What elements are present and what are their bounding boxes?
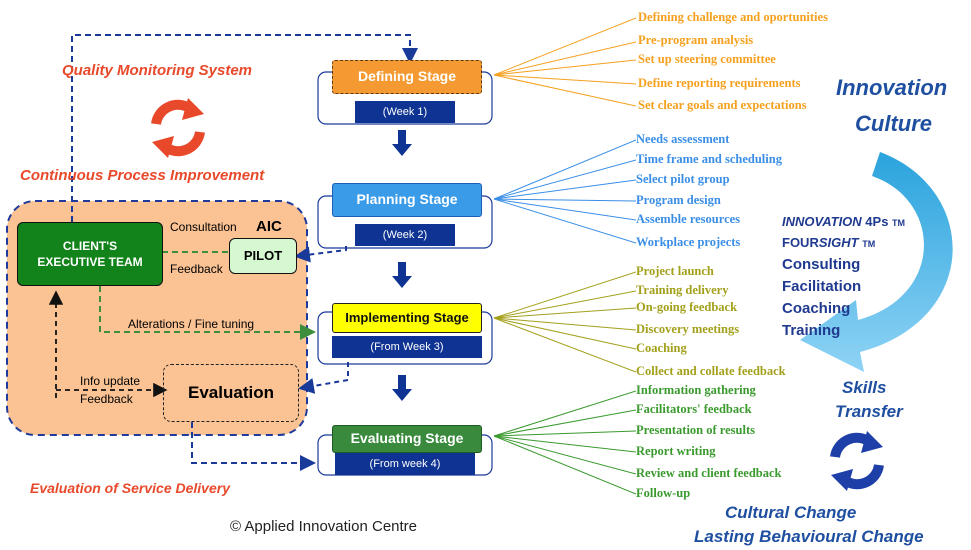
client-executive-team-box: CLIENT'S EXECUTIVE TEAM (17, 222, 163, 286)
aic-label: AIC (256, 218, 282, 235)
innovation-4ps-b: 4Ps (861, 214, 893, 229)
continuous-improvement-label: Continuous Process Improvement (20, 167, 265, 184)
feedback-label: Feedback (170, 262, 223, 276)
copyright-text: © Applied Innovation Centre (230, 518, 418, 535)
evaluating-task: Facilitators' feedback (636, 402, 752, 416)
transfer-label: Transfer (835, 402, 903, 421)
culture-curve-arrow (800, 152, 953, 372)
navy-cycle-icon (830, 431, 884, 491)
foursight-a: FOUR (782, 235, 819, 250)
planning-week-badge: (Week 2) (355, 224, 455, 246)
implementing-task: Discovery meetings (636, 322, 740, 336)
planning-task: Program design (636, 193, 721, 207)
planning-task: Assemble resources (636, 212, 741, 226)
evaluating-week-badge: (From week 4) (335, 453, 475, 475)
evaluating-fan (493, 390, 637, 495)
alterations-label: Alterations / Fine tuning (128, 317, 255, 331)
innovation-heading: Innovation (836, 75, 948, 100)
innovation-4ps-label: INNOVATION 4Ps TM (782, 214, 905, 229)
evaluation-service-label: Evaluation of Service Delivery (30, 480, 230, 496)
planning-task: Time frame and scheduling (636, 152, 782, 166)
implementing-task: On-going feedback (636, 300, 738, 314)
planning-task: Select pilot group (636, 172, 730, 186)
client-team-label: CLIENT'S EXECUTIVE TEAM (37, 239, 143, 269)
pilot-box: PILOT (229, 238, 297, 274)
defining-task: Set up steering committee (638, 52, 776, 66)
skills-label: Skills (842, 378, 887, 397)
evaluating-task: Presentation of results (636, 423, 755, 437)
defining-task: Pre-program analysis (638, 33, 754, 47)
evaluating-task: Information gathering (636, 383, 756, 397)
defining-task: Set clear goals and expectations (638, 98, 807, 112)
tm-mark-2: TM (862, 239, 876, 249)
service-item: Consulting (782, 256, 861, 273)
defining-task: Define reporting requirements (638, 76, 801, 90)
evaluating-stage-box: Evaluating Stage (332, 425, 482, 453)
service-item: Coaching (782, 300, 851, 317)
service-item: Training (782, 322, 841, 339)
stage-arrows (392, 130, 412, 401)
implementing-stage-box: Implementing Stage (332, 303, 482, 333)
implementing-task: Training delivery (636, 283, 729, 297)
implementing-week-badge: (From Week 3) (332, 336, 482, 358)
quality-loop-connector (71, 34, 418, 222)
pilot-label: PILOT (243, 248, 283, 263)
evaluating-stage-label: Evaluating Stage (350, 430, 464, 446)
evaluating-task: Follow-up (636, 486, 691, 500)
planning-fan (493, 139, 637, 244)
info-update-label: Info update (80, 374, 141, 388)
implementing-task: Collect and collate feedback (636, 364, 786, 378)
planning-task: Needs assessment (636, 132, 730, 146)
defining-task: Defining challenge and oportunities (638, 10, 828, 24)
cultural-change-label: Cultural Change (725, 503, 857, 522)
implementing-task: Project launch (636, 264, 714, 278)
red-cycle-icon (151, 98, 205, 158)
innovation-4ps-a: INNOVATION (782, 214, 862, 229)
consultation-label: Consultation (170, 220, 237, 234)
defining-fan (493, 17, 637, 107)
culture-heading: Culture (855, 111, 932, 136)
evaluating-task: Review and client feedback (636, 466, 782, 480)
evaluation-box: Evaluation (163, 364, 299, 422)
planning-stage-box: Planning Stage (332, 183, 482, 217)
tm-mark-1: TM (892, 218, 906, 228)
implementing-fan (493, 271, 637, 373)
lasting-change-label: Lasting Behavioural Change (694, 527, 924, 546)
defining-week-badge: (Week 1) (355, 101, 455, 123)
foursight-b: SIGHT (818, 235, 859, 250)
implementing-task: Coaching (636, 341, 687, 355)
planning-task: Workplace projects (636, 235, 741, 249)
defining-stage-label: Defining Stage (357, 68, 456, 84)
services-list: Consulting Facilitation Coaching Trainin… (782, 254, 861, 342)
quality-monitoring-label: Quality Monitoring System (62, 62, 253, 79)
implementing-stage-label: Implementing Stage (345, 310, 469, 325)
evaluating-task: Report writing (636, 444, 716, 458)
defining-stage-box: Defining Stage (332, 60, 482, 94)
planning-stage-label: Planning Stage (356, 191, 458, 207)
service-item: Facilitation (782, 278, 862, 295)
feedback-label-2: Feedback (80, 392, 133, 406)
evaluation-label: Evaluation (188, 383, 274, 402)
foursight-label: FOURSIGHT TM (782, 235, 875, 250)
